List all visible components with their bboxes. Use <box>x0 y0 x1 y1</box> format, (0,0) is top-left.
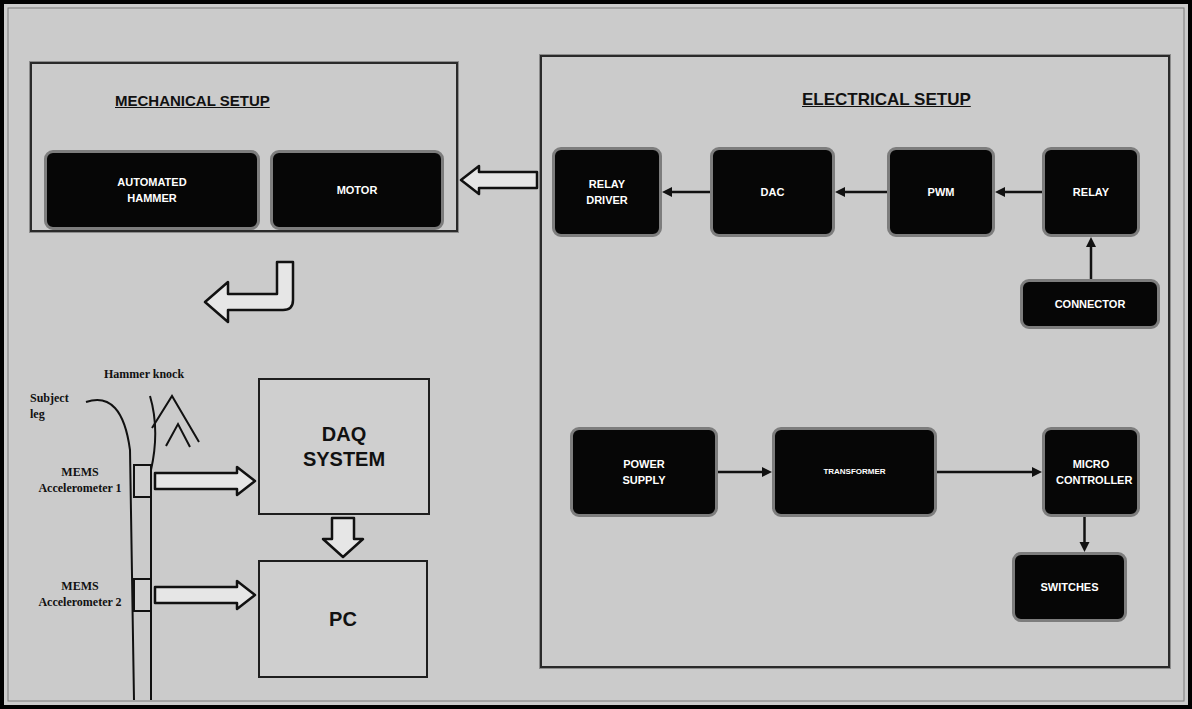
inner-frame <box>8 8 1184 701</box>
process-box: TRANSFORMER <box>772 427 937 517</box>
connector-arrow <box>937 467 1042 477</box>
sensor-box: MEMS Accelerometer 2 <box>133 578 152 612</box>
process-box: RELAY <box>1042 147 1140 237</box>
box-label: PWM <box>928 184 955 201</box>
connector-arrow <box>155 581 255 609</box>
box-label: RELAY <box>1073 184 1109 201</box>
box-label: MOTOR <box>337 182 378 199</box>
box-label: MICRO CONTROLLER <box>1056 456 1126 489</box>
connector-arrow <box>461 166 537 194</box>
box-label: AUTOMATED HAMMER <box>107 174 197 207</box>
box-label: RELAY DRIVER <box>576 176 638 209</box>
connector-arrow <box>1086 237 1096 279</box>
system-box: PC <box>258 560 428 678</box>
process-box: MOTOR <box>270 150 444 230</box>
process-box: SWITCHES <box>1012 552 1127 622</box>
figure-label: Subject leg <box>30 391 82 422</box>
group-box: ELECTRICAL SETUP RELAY DRIVER DAC PWM RELAY C… <box>540 55 1170 668</box>
process-box: DAC <box>710 147 835 237</box>
connector-arrow <box>1080 517 1090 552</box>
box-label: SWITCHES <box>1040 579 1098 596</box>
figure-label: Hammer knock <box>104 367 184 383</box>
connector-arrow <box>995 187 1042 197</box>
group-title: ELECTRICAL SETUP <box>802 90 971 110</box>
connector-arrow <box>155 467 255 495</box>
leg-outline <box>150 396 155 700</box>
hammer-symbol <box>152 396 199 442</box>
sensor-box: MEMS Accelerometer 1 <box>133 464 152 498</box>
box-label: DAC <box>761 184 785 201</box>
leg-outline <box>86 400 134 700</box>
hammer-symbol <box>166 424 190 447</box>
process-box: AUTOMATED HAMMER <box>44 150 260 230</box>
process-box: CONNECTOR <box>1020 279 1160 329</box>
box-label: CONNECTOR <box>1055 296 1126 313</box>
process-box: RELAY DRIVER <box>552 147 662 237</box>
sensor-label: MEMS Accelerometer 1 <box>32 465 128 496</box>
sensor-label: MEMS Accelerometer 2 <box>32 579 128 610</box>
process-box: PWM <box>887 147 995 237</box>
connector-arrow <box>323 518 363 557</box>
group-box: MECHANICAL SETUP AUTOMATED HAMMER MOTOR <box>30 62 458 232</box>
connector-arrow <box>718 467 772 477</box>
system-box: DAQ SYSTEM <box>258 378 430 515</box>
process-box: MICRO CONTROLLER <box>1042 427 1140 517</box>
connector-arrow <box>662 187 710 197</box>
box-label: POWER SUPPLY <box>609 456 679 489</box>
box-label: TRANSFORMER <box>823 466 885 478</box>
knock-arrow <box>205 262 293 322</box>
box-label: PC <box>329 607 357 632</box>
group-title: MECHANICAL SETUP <box>115 92 270 109</box>
box-label: DAQ SYSTEM <box>289 422 399 472</box>
process-box: POWER SUPPLY <box>570 427 718 517</box>
connector-arrow <box>835 187 887 197</box>
